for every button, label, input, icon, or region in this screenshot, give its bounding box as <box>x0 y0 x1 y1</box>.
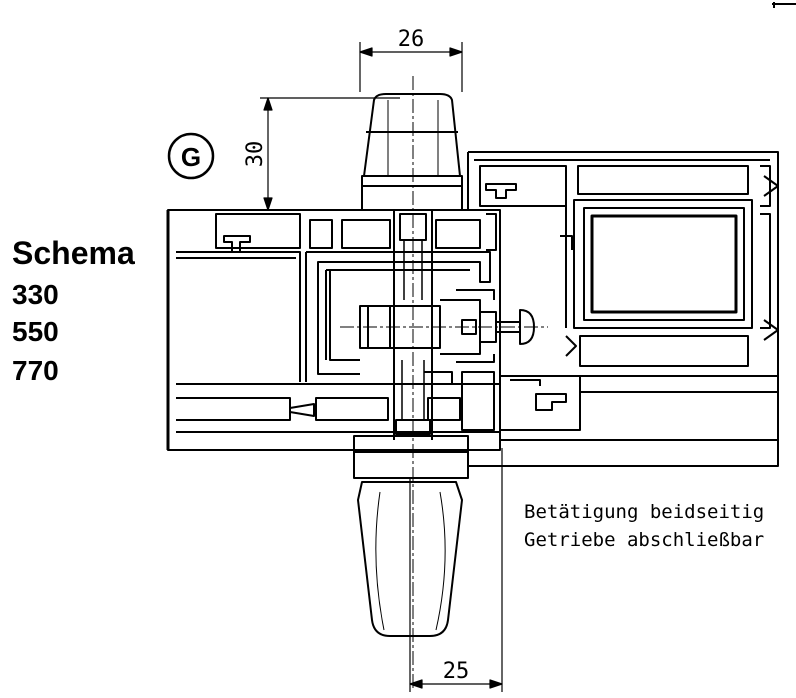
schema-code-770: 770 <box>12 355 59 386</box>
schema-title: Schema <box>12 235 135 271</box>
dimension-height: 30 <box>243 141 268 168</box>
marker-circle <box>167 132 215 180</box>
gear-assembly <box>353 93 535 637</box>
note-line-2: Getriebe abschließbar <box>524 529 764 551</box>
corner-mark <box>772 2 796 8</box>
center-lines <box>340 76 548 690</box>
marker-label: G <box>181 142 201 172</box>
schema-code-330: 330 <box>12 279 59 310</box>
note-line-1: Betätigung beidseitig <box>524 501 764 523</box>
left-profile <box>166 209 501 451</box>
dimension-lines <box>260 42 503 692</box>
dimension-bottom-width: 25 <box>443 659 470 684</box>
schema-code-550: 550 <box>12 316 59 347</box>
right-profile <box>467 151 779 467</box>
dimension-top-width: 26 <box>398 27 425 52</box>
